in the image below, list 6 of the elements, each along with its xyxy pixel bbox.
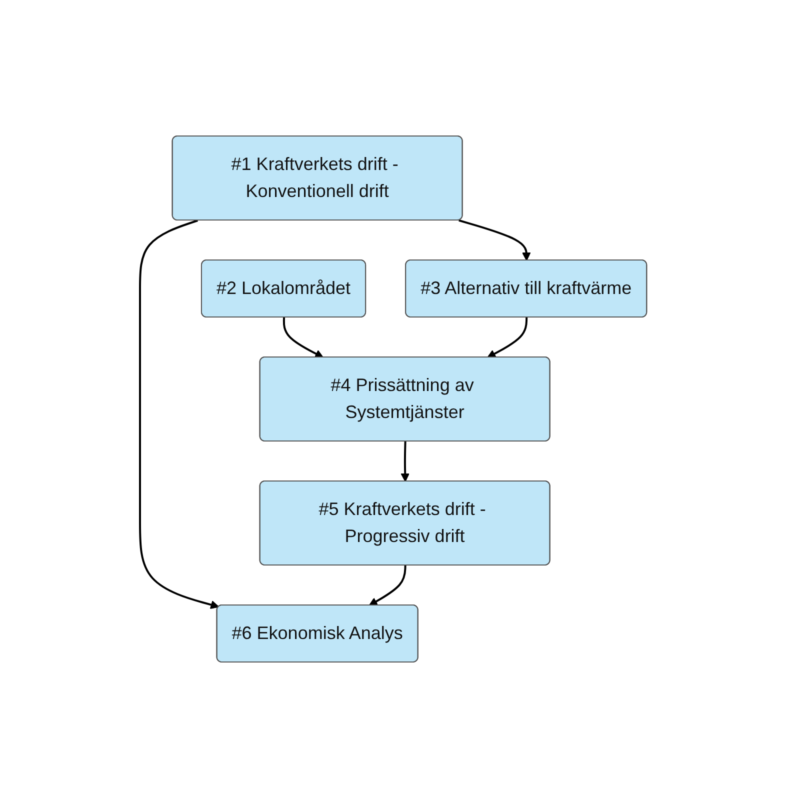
arrow bbox=[368, 565, 406, 606]
arrow bbox=[282, 317, 324, 358]
arrow bbox=[458, 219, 530, 261]
arrow bbox=[400, 441, 410, 482]
arrow bbox=[486, 317, 528, 358]
arrow bbox=[138, 220, 219, 609]
